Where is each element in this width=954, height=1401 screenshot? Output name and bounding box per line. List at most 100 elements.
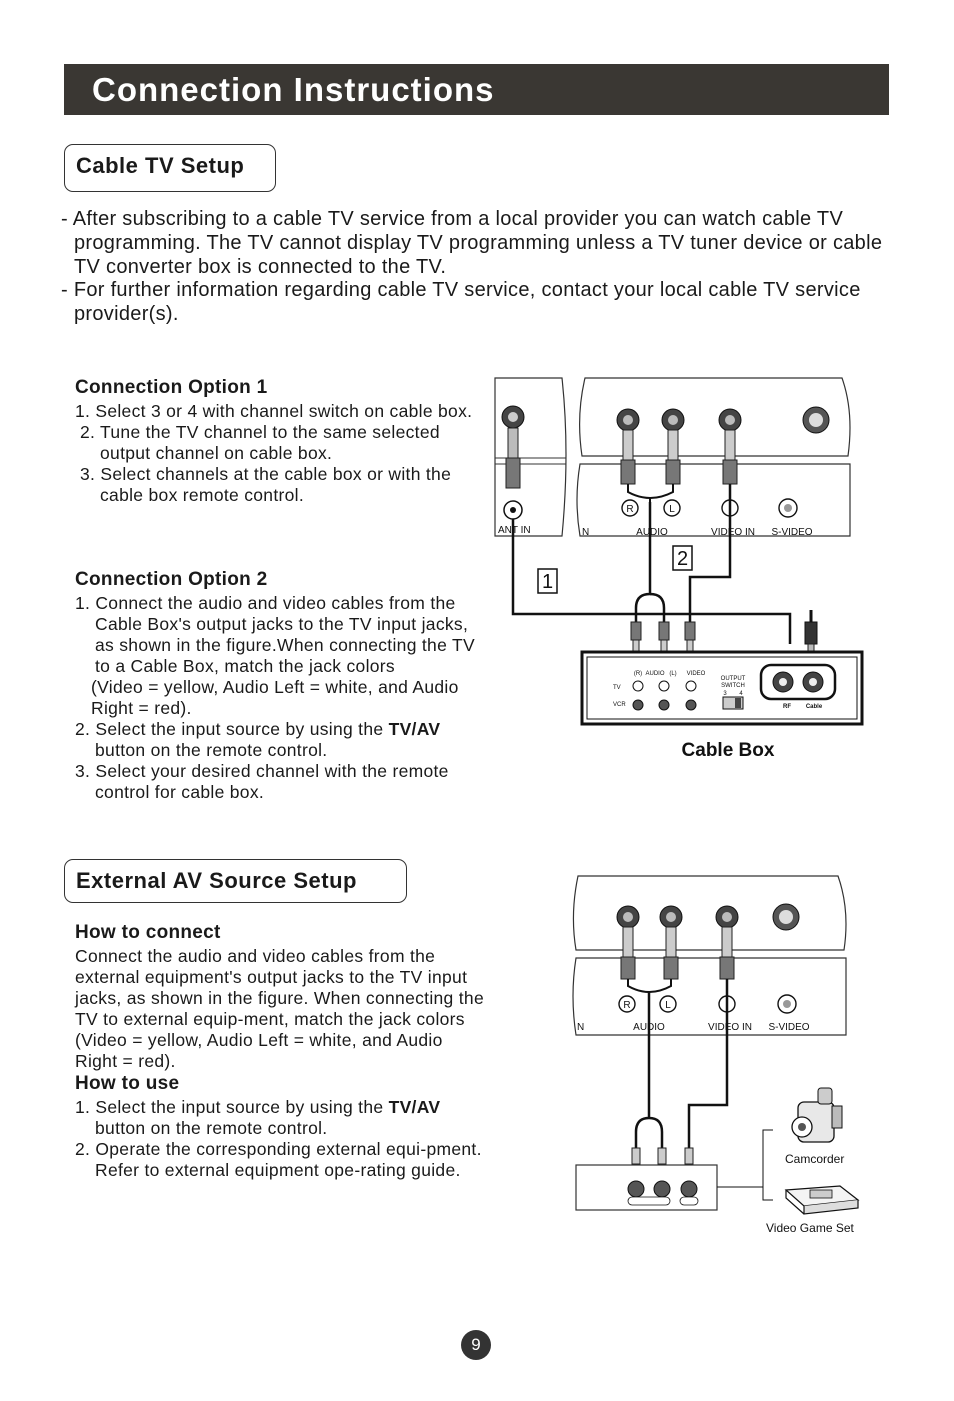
option2-steps: 1. Connect the audio and video cables fr… xyxy=(75,593,487,803)
cable-section-title: Cable TV Setup xyxy=(76,153,245,178)
tv2-s-video-jack-icon xyxy=(772,903,800,931)
box-tv-video-jack-icon xyxy=(685,680,697,692)
how-use-step-1-text: 1. Select the input source by using the xyxy=(75,1097,389,1117)
tv2-l-label: L xyxy=(665,1000,671,1011)
rf-jack-housing xyxy=(759,663,837,701)
option1-step-1: 1. Select 3 or 4 with channel switch on … xyxy=(75,401,473,421)
box-tv-label: TV xyxy=(613,685,621,691)
option2-step-3: 3. Select your desired channel with the … xyxy=(75,761,449,802)
title-banner: Connection Instructions xyxy=(64,64,889,115)
marker-2-box xyxy=(672,545,693,571)
av-section-title: External AV Source Setup xyxy=(76,868,357,893)
how-connect-text: Connect the audio and video cables from … xyxy=(75,946,484,1071)
page-number: 9 xyxy=(461,1330,491,1360)
camcorder-label: Camcorder xyxy=(785,1152,844,1166)
how-use-step-1: 1. Select the input source by using the … xyxy=(75,1097,487,1139)
av-audio-cable xyxy=(634,1116,650,1154)
tv-audio-l-plug-icon xyxy=(661,408,685,485)
option2-step-2: 2. Select the input source by using the … xyxy=(75,719,487,761)
game-console-icon xyxy=(784,1185,860,1215)
box-ch3-label: 3 xyxy=(723,691,727,697)
audio-r-jack-icon xyxy=(621,499,639,517)
tv2-video-in-label: VIDEO IN xyxy=(708,1022,752,1033)
audio-label: AUDIO xyxy=(636,527,668,538)
video-cable xyxy=(688,484,732,634)
video-in-label: VIDEO IN xyxy=(711,527,755,538)
how-use-step-1-tail: button on the remote control. xyxy=(95,1118,328,1138)
box-video-label: VIDEO xyxy=(687,671,706,677)
tv2-audio-r-jack-icon xyxy=(618,995,636,1013)
box-vcr-video-jack-icon xyxy=(685,699,697,711)
box-ch4-label: 4 xyxy=(739,691,743,697)
how-use-heading: How to use xyxy=(75,1073,180,1094)
how-connect-heading: How to connect xyxy=(75,922,221,943)
av-source-diagram: R L N AUDIO VIDEO IN S-VIDEO Camcorder xyxy=(572,875,860,1235)
box-tv-audio-r-jack-icon xyxy=(632,680,644,692)
source-audio-r-plug-icon xyxy=(627,1147,645,1198)
cable-section-heading-box: Cable TV Setup xyxy=(64,144,276,192)
audio-l-jack-icon xyxy=(663,499,681,517)
option1-block: Connection Option 1 1. Select 3 or 4 wit… xyxy=(75,377,485,506)
tv-video-plug-icon xyxy=(718,408,742,485)
box-vcr-audio-l-jack-icon xyxy=(658,699,670,711)
tv2-audio-l-jack-icon xyxy=(659,995,677,1013)
source-audio-l-plug-icon xyxy=(653,1147,671,1198)
box-cable-plug-icon xyxy=(804,610,818,657)
cable-intro: - After subscribing to a cable TV servic… xyxy=(61,208,901,327)
s-video-label: S-VIDEO xyxy=(771,527,812,538)
av-video-cable xyxy=(687,979,729,1154)
tv-input-panel-top xyxy=(579,377,851,457)
option1-step-3: 3. Select channels at the cable box or w… xyxy=(80,464,452,505)
option2-block: Connection Option 2 1. Connect the audio… xyxy=(75,569,487,803)
how-use-step-2: 2. Operate the corresponding external eq… xyxy=(75,1139,482,1180)
marker-1-label: 1 xyxy=(542,571,553,593)
intro-paragraph-1: - After subscribing to a cable TV servic… xyxy=(61,208,883,278)
box-switch-label: SWITCH xyxy=(721,683,745,689)
audio-l-label: L xyxy=(669,504,675,515)
box-rf-label: RF xyxy=(783,704,791,710)
tv-input-panel-bottom-2 xyxy=(572,957,847,1036)
tv2-s-video-label: S-VIDEO xyxy=(768,1022,809,1033)
marker-1-box xyxy=(537,568,558,594)
n-label: N xyxy=(582,527,589,538)
box-vcr-audio-r-jack-icon xyxy=(632,699,644,711)
tv-av-button-name: TV/AV xyxy=(388,719,441,739)
tv2-video-plug-icon xyxy=(715,905,739,980)
box-cable-label: Cable xyxy=(806,704,823,710)
tv2-audio-r-plug-icon xyxy=(616,905,640,980)
option2-step-2-text: 2. Select the input source by using the xyxy=(75,719,389,739)
av-section-heading-box: External AV Source Setup xyxy=(64,859,407,903)
tv2-n-label: N xyxy=(577,1022,584,1033)
game-set-label: Video Game Set xyxy=(766,1221,854,1235)
rf-cable xyxy=(511,519,792,644)
box-output-label: OUTPUT xyxy=(721,676,746,682)
tv2-audio-l-plug-icon xyxy=(659,905,683,980)
how-use-steps: 1. Select the input source by using the … xyxy=(75,1097,487,1181)
audio-cable xyxy=(649,592,666,634)
source-video-plug-icon xyxy=(680,1147,698,1198)
tv-audio-r-plug-icon xyxy=(616,408,640,485)
option1-step-2: 2. Tune the TV channel to the same selec… xyxy=(80,422,440,463)
option1-steps: 1. Select 3 or 4 with channel switch on … xyxy=(75,401,485,506)
page-title: Connection Instructions xyxy=(92,71,495,108)
option2-step-1-note: (Video = yellow, Audio Left = white, and… xyxy=(91,677,459,718)
box-vcr-label: VCR xyxy=(613,702,626,708)
marker-2-label: 2 xyxy=(677,548,688,570)
audio-r-label: R xyxy=(626,504,633,515)
box-audio-label: AUDIO xyxy=(645,671,664,677)
intro-paragraph-2: - For further information regarding cabl… xyxy=(61,279,861,326)
camcorder-icon xyxy=(791,1087,843,1143)
box-tv-audio-l-jack-icon xyxy=(658,680,670,692)
tv-input-panel-bottom xyxy=(576,463,851,537)
tv-input-panel-top-2 xyxy=(572,875,847,951)
cable-box-caption: Cable Box xyxy=(682,740,775,761)
av-instructions: How to connect Connect the audio and vid… xyxy=(75,922,487,1181)
option2-step-1: 1. Connect the audio and video cables fr… xyxy=(75,593,475,676)
box-audio-l-label: (L) xyxy=(669,671,676,677)
tv-av-button-name-2: TV/AV xyxy=(388,1097,441,1117)
option1-heading: Connection Option 1 xyxy=(75,377,268,398)
option2-heading: Connection Option 2 xyxy=(75,569,268,590)
s-video-jack-icon xyxy=(802,406,830,434)
option2-step-2-tail: button on the remote control. xyxy=(95,740,328,760)
box-audio-r-label: (R) xyxy=(634,671,642,677)
